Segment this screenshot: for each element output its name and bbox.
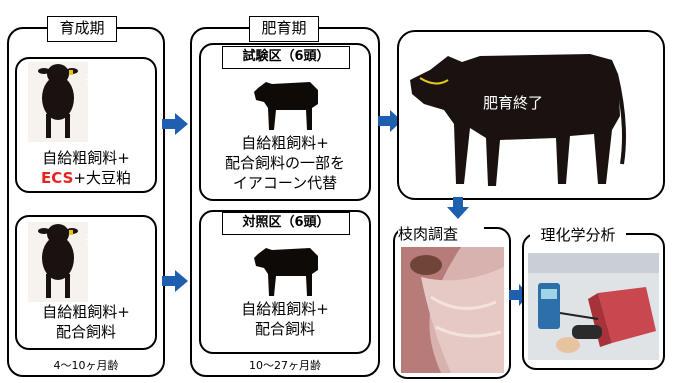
control-feed-line2: 配合飼料 bbox=[254, 320, 315, 338]
growing-age-range: 4〜10ヶ月齢 bbox=[53, 359, 119, 372]
castrated-label-1: 去勢 bbox=[84, 71, 115, 89]
finished-steer-image bbox=[400, 34, 662, 196]
analysis-image bbox=[528, 253, 659, 360]
analysis-title: 理化学分析 bbox=[530, 225, 626, 245]
group1-feed-line2: ECS+大豆粕 bbox=[15, 168, 157, 189]
calf-image-1 bbox=[28, 62, 88, 142]
test-feed-line1: 自給粗飼料+ bbox=[241, 134, 329, 152]
fattening-age-range: 10〜27ヶ月齢 bbox=[249, 359, 321, 372]
carcass-image bbox=[401, 247, 504, 373]
group2-feed-line1: 自給粗飼料+ bbox=[42, 303, 130, 321]
steer-silhouette-control bbox=[252, 240, 322, 298]
test-group-label: 試験区（6頭） bbox=[222, 46, 350, 69]
calf-image-2 bbox=[28, 222, 88, 302]
finish-label: 肥育終了 bbox=[482, 94, 543, 112]
group2-feed-line2: 配合飼料 bbox=[55, 323, 116, 341]
right-arrow-icon bbox=[162, 113, 188, 135]
steer-silhouette-test bbox=[252, 74, 322, 132]
group1-feed-line1: 自給粗飼料+ bbox=[42, 149, 130, 167]
growing-period-title: 育成期 bbox=[47, 16, 117, 42]
castrated-label-2: 去勢 bbox=[84, 231, 115, 249]
ecs-label: ECS bbox=[41, 169, 74, 187]
right-arrow-icon bbox=[378, 110, 402, 132]
carcass-title: 枝肉調査 bbox=[398, 224, 484, 244]
soybean-meal-label: +大豆粕 bbox=[73, 169, 131, 187]
down-arrow-icon bbox=[447, 197, 469, 219]
control-feed-line1: 自給粗飼料+ bbox=[241, 300, 329, 318]
right-arrow-icon bbox=[162, 270, 188, 292]
control-group-label: 対照区（6頭） bbox=[222, 212, 350, 235]
test-feed-line2: 配合飼料の一部を bbox=[224, 154, 345, 172]
test-group-box bbox=[199, 43, 371, 201]
test-feed-line3: イアコーン代替 bbox=[232, 174, 338, 192]
fattening-period-title: 肥育期 bbox=[249, 16, 319, 42]
